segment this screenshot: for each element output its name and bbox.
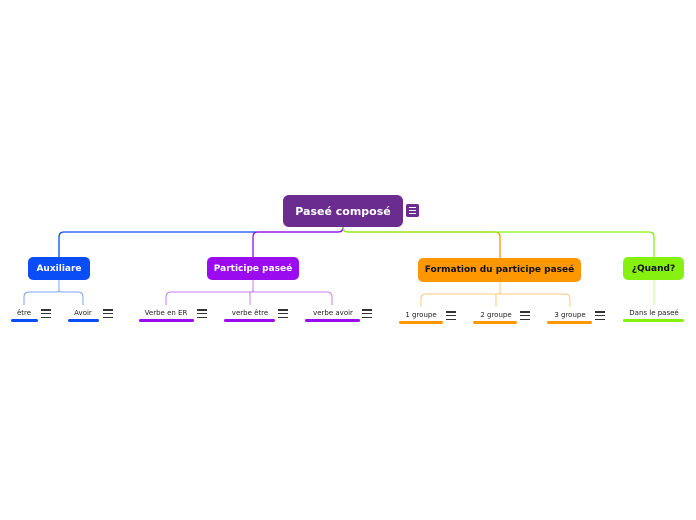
branch-auxiliare[interactable]: Auxiliare — [28, 257, 90, 280]
leaf-verbe-avoir[interactable]: verbe avoir — [313, 309, 353, 317]
leaf-dans-le-passe[interactable]: Dans le paseé — [629, 309, 679, 317]
leaf-verbe-avoir-underline — [305, 319, 360, 322]
leaf-verbe-en-er[interactable]: Verbe en ER — [144, 309, 188, 317]
leaf-verbe-etre-underline — [224, 319, 275, 322]
leaf-3-groupe[interactable]: 3 groupe — [554, 311, 586, 319]
branch-auxiliare-label: Auxiliare — [36, 263, 82, 274]
branch-formation-label: Formation du participe paseé — [424, 265, 575, 275]
root-note-icon[interactable] — [406, 204, 419, 217]
connector-etre — [23, 280, 60, 305]
leaf-3-groupe-underline — [547, 321, 592, 324]
leaf-2-groupe-note-icon[interactable] — [520, 311, 530, 320]
connector-participe — [252, 226, 344, 257]
leaf-verbe-etre-note-icon[interactable] — [278, 309, 288, 318]
branch-quand[interactable]: ¿Quand? — [623, 257, 684, 280]
leaf-verbe-etre[interactable]: verbe être — [231, 309, 269, 317]
branch-participe-passe[interactable]: Participe paseé — [207, 257, 299, 280]
leaf-verbe-en-er-underline — [139, 319, 194, 322]
leaf-avoir-underline — [68, 319, 99, 322]
leaf-dans-le-passe-underline — [623, 319, 684, 322]
connector-verbe-er — [165, 280, 254, 305]
root-topic-label: Paseé composé — [295, 204, 391, 218]
leaf-3-groupe-note-icon[interactable] — [595, 311, 605, 320]
leaf-2-groupe-underline — [473, 321, 517, 324]
connector-1-groupe — [420, 282, 501, 307]
leaf-verbe-avoir-note-icon[interactable] — [362, 309, 372, 318]
leaf-verbe-en-er-note-icon[interactable] — [197, 309, 207, 318]
branch-quand-label: ¿Quand? — [631, 263, 676, 274]
leaf-etre-underline — [11, 319, 38, 322]
leaf-2-groupe[interactable]: 2 groupe — [480, 311, 512, 319]
branch-participe-passe-label: Participe paseé — [213, 263, 293, 274]
leaf-avoir-note-icon[interactable] — [103, 309, 113, 318]
connector-2-groupe — [495, 282, 501, 307]
leaf-avoir[interactable]: Avoir — [74, 309, 92, 317]
connector-avoir — [58, 280, 84, 305]
leaf-etre-note-icon[interactable] — [41, 309, 51, 318]
leaf-1-groupe-underline — [399, 321, 443, 324]
leaf-etre[interactable]: être — [16, 309, 32, 317]
root-topic[interactable]: Paseé composé — [283, 195, 403, 227]
connector-verbe-avoir — [252, 280, 333, 305]
connector-3-groupe — [499, 282, 571, 307]
branch-formation[interactable]: Formation du participe paseé — [418, 258, 581, 282]
connector-quand — [342, 226, 655, 257]
leaf-1-groupe-note-icon[interactable] — [446, 311, 456, 320]
leaf-1-groupe[interactable]: 1 groupe — [405, 311, 437, 319]
